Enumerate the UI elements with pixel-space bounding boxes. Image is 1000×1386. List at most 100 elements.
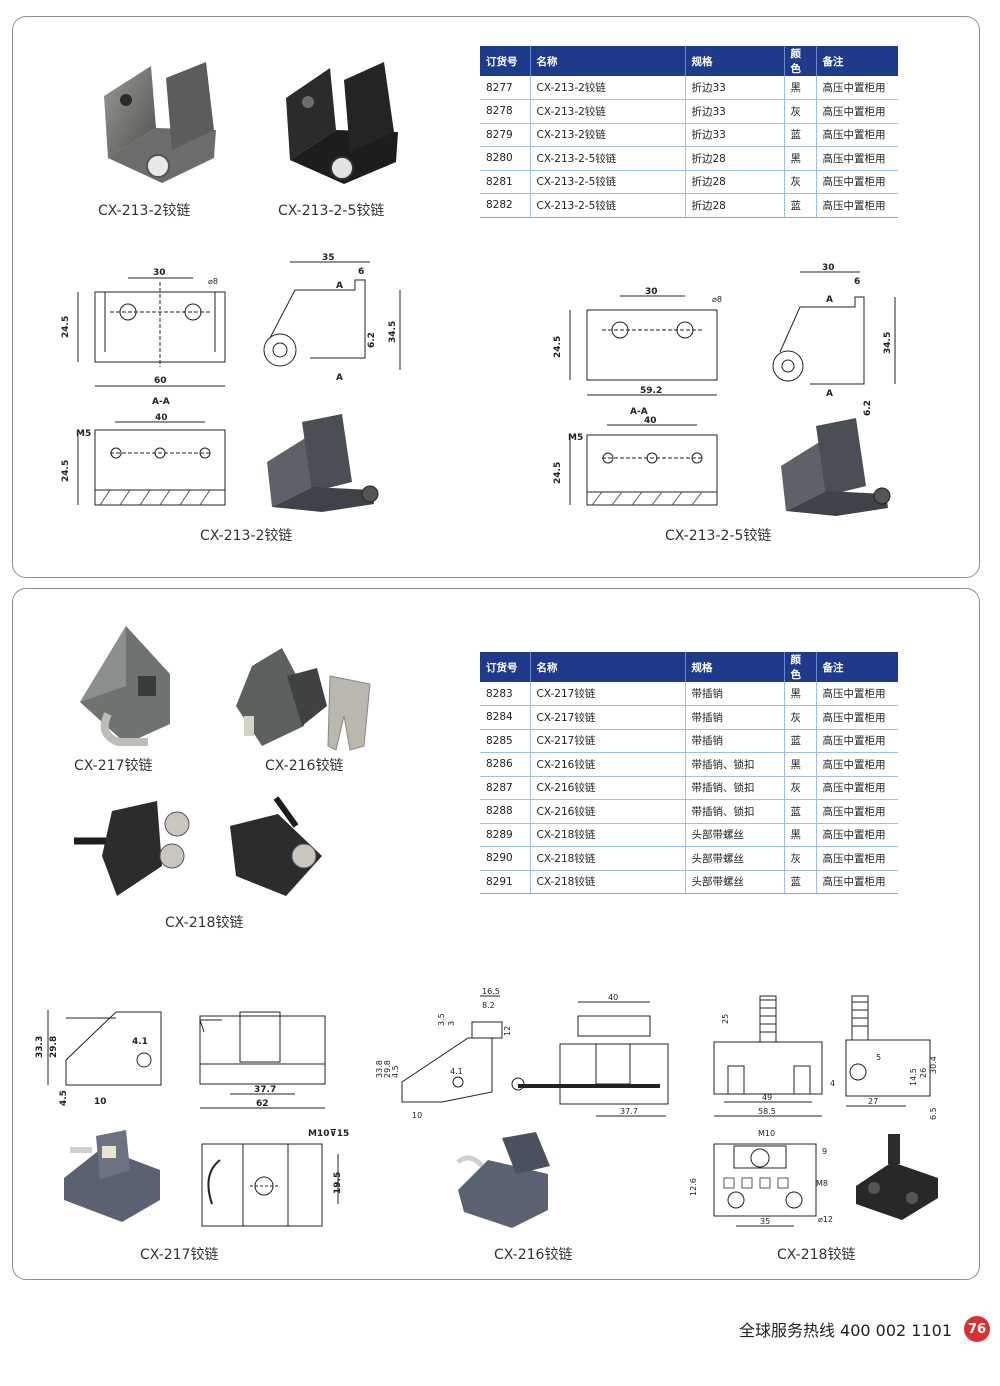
dim-30-b: 30 bbox=[645, 287, 658, 297]
caption-drawing-cx-213-2-5: CX-213-2-5铰链 bbox=[665, 528, 772, 544]
dim-40-b: 40 bbox=[644, 416, 657, 426]
render-cx-213-2 bbox=[267, 414, 379, 512]
cell: CX-218铰链 bbox=[530, 870, 686, 894]
cell: 高压中置柜用 bbox=[816, 193, 898, 218]
col-name: 名称 bbox=[530, 46, 686, 76]
drawing-cx-213-2-5-front: 30 ⌀8 24.5 59.2 bbox=[553, 287, 722, 396]
section-aa: A-A bbox=[152, 397, 170, 407]
cell: 灰 bbox=[784, 776, 817, 800]
cell: CX-213-2-5铰链 bbox=[530, 146, 686, 171]
col-spec: 规格 bbox=[685, 46, 785, 76]
section-a-top-b: A bbox=[826, 295, 833, 305]
cell: 高压中置柜用 bbox=[816, 76, 898, 100]
cell: 折边28 bbox=[685, 146, 785, 171]
dim-8-2: 8.2 bbox=[482, 1001, 495, 1010]
drawing-cx-217-front: 37.7 62 bbox=[199, 1011, 326, 1109]
dim-24-5-c: 24.5 bbox=[553, 336, 563, 358]
drawing-cx-216-front: 40 37.7 bbox=[511, 993, 669, 1117]
photo-cx-213-2 bbox=[104, 62, 216, 183]
caption-photo-cx-216: CX-216铰链 bbox=[265, 758, 344, 774]
dim-27: 27 bbox=[868, 1097, 878, 1106]
section-a-bottom-b: A bbox=[826, 389, 833, 399]
dim-30-c: 30 bbox=[822, 263, 835, 273]
cell: 头部带螺丝 bbox=[685, 823, 785, 847]
cell: 折边33 bbox=[685, 123, 785, 147]
cell: 带插销、锁扣 bbox=[685, 776, 785, 800]
cell: 黑 bbox=[784, 682, 817, 706]
cell: 8288 bbox=[480, 799, 531, 824]
cell: 8291 bbox=[480, 870, 531, 894]
dim-60: 60 bbox=[154, 376, 167, 386]
photo-cx-218-a bbox=[74, 801, 190, 896]
cell: 带插销 bbox=[685, 729, 785, 753]
cell: 高压中置柜用 bbox=[816, 823, 898, 847]
dim-24-5: 24.5 bbox=[61, 316, 71, 338]
dim-34-5: 34.5 bbox=[388, 321, 398, 343]
col-order-no: 订货号 bbox=[480, 652, 531, 682]
dim-phi12: ⌀12 bbox=[818, 1215, 833, 1224]
cell: CX-213-2-5铰链 bbox=[530, 193, 686, 218]
dim-24-5-b: 24.5 bbox=[61, 460, 71, 482]
cell: 8280 bbox=[480, 146, 531, 171]
cell: CX-216铰链 bbox=[530, 776, 686, 800]
cell: CX-218铰链 bbox=[530, 846, 686, 871]
dim-10-b: 10 bbox=[412, 1111, 422, 1120]
cell: 高压中置柜用 bbox=[816, 99, 898, 124]
cell: 8281 bbox=[480, 170, 531, 194]
dim-26: 26 bbox=[919, 1068, 928, 1078]
photo-cx-216 bbox=[236, 648, 371, 751]
section-aa-b: A-A bbox=[630, 407, 648, 417]
cell: 8279 bbox=[480, 123, 531, 147]
cell: 黑 bbox=[784, 823, 817, 847]
drawing-cx-213-2-5-side: 30 6 A A 34.5 6.2 bbox=[772, 263, 896, 416]
render-cx-213-2-5 bbox=[781, 418, 891, 516]
dim-4-1-b: 4.1 bbox=[450, 1067, 463, 1076]
dim-40-c: 40 bbox=[608, 993, 618, 1002]
dim-19-5: 19.5 bbox=[333, 1172, 343, 1194]
dim-33-3: 33.3 bbox=[35, 1036, 45, 1058]
cell: 高压中置柜用 bbox=[816, 170, 898, 194]
dim-3-5: 3.5 bbox=[437, 1013, 446, 1026]
dim-12-6: 12.6 bbox=[689, 1178, 698, 1196]
dim-m5: M5 bbox=[76, 429, 91, 439]
cell: 带插销、锁扣 bbox=[685, 752, 785, 777]
cell: 蓝 bbox=[784, 729, 817, 753]
cell: 高压中置柜用 bbox=[816, 752, 898, 777]
cell: 8285 bbox=[480, 729, 531, 753]
dim-49: 49 bbox=[762, 1093, 772, 1102]
cell: 8286 bbox=[480, 752, 531, 777]
dim-3: 3 bbox=[447, 1021, 456, 1026]
caption-photo-cx-213-2-5: CX-213-2-5铰链 bbox=[278, 203, 385, 219]
cell: CX-213-2铰链 bbox=[530, 123, 686, 147]
cell: CX-217铰链 bbox=[530, 729, 686, 753]
dim-16-5: 16.5 bbox=[482, 987, 500, 996]
dim-14-5: 14.5 bbox=[909, 1068, 918, 1086]
dim-37-7: 37.7 bbox=[254, 1085, 276, 1095]
drawing-cx-217-top: M10⊽15 19.5 bbox=[201, 1129, 349, 1227]
dim-m10: M10 bbox=[758, 1129, 775, 1138]
render-cx-218 bbox=[856, 1134, 938, 1220]
cell: CX-218铰链 bbox=[530, 823, 686, 847]
cell: 8289 bbox=[480, 823, 531, 847]
dim-58-5: 58.5 bbox=[758, 1107, 776, 1116]
cell: 8287 bbox=[480, 776, 531, 800]
col-color: 颜色 bbox=[784, 652, 817, 682]
drawing-cx-213-2-section: 40 M5 24.5 bbox=[61, 413, 226, 506]
cell: 黑 bbox=[784, 752, 817, 777]
cell: 折边28 bbox=[685, 193, 785, 218]
cell: 8278 bbox=[480, 99, 531, 124]
dim-34-5-b: 34.5 bbox=[883, 332, 893, 354]
cell: CX-217铰链 bbox=[530, 705, 686, 730]
dim-m8: M8 bbox=[816, 1179, 828, 1188]
